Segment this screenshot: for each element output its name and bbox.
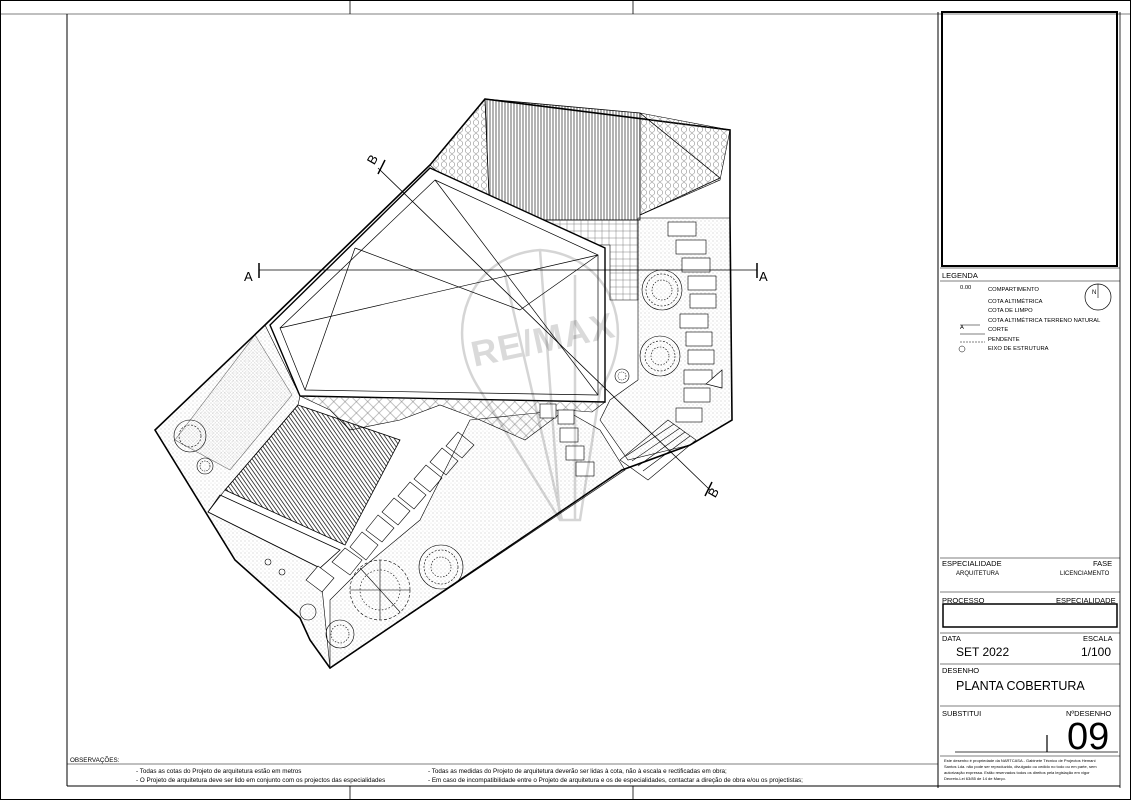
legend-item: COTA DE LIMPO bbox=[988, 308, 1033, 314]
observacao-note: - Todas as cotas do Projeto de arquitetu… bbox=[136, 768, 302, 775]
section-marker-a-right: A bbox=[759, 269, 768, 284]
legend-item: EIXO DE ESTRUTURA bbox=[988, 346, 1049, 352]
ndesenho-label: NºDESENHO bbox=[1066, 709, 1112, 718]
legend-item: COTA ALTIMÉTRICA bbox=[988, 299, 1043, 305]
data-label: DATA bbox=[942, 634, 961, 643]
legend-item: COMPARTIMENTO bbox=[988, 287, 1039, 293]
legend-item: CORTE bbox=[988, 327, 1009, 333]
fase-label: FASE bbox=[1093, 559, 1113, 568]
desenho-value: PLANTA COBERTURA bbox=[956, 679, 1085, 693]
escala-value: 1/100 bbox=[1081, 645, 1112, 659]
observacao-note: - O Projeto de arquitetura deve ser lido… bbox=[136, 777, 386, 784]
escala-label: ESCALA bbox=[1083, 634, 1113, 643]
legend-item: PENDENTE bbox=[988, 337, 1020, 343]
disclaimer-line: Decreto-Lei 63/85 de 14 de Março. bbox=[944, 776, 1006, 781]
observacao-note: - Em caso de incompatibilidade entre o P… bbox=[428, 777, 803, 784]
legend-title: LEGENDA bbox=[942, 271, 978, 280]
north-icon: N bbox=[1092, 290, 1097, 296]
section-marker-a-left: A bbox=[244, 269, 253, 284]
fase-value: LICENCIAMENTO bbox=[1060, 571, 1110, 577]
observacoes-title: OBSERVAÇÕES: bbox=[70, 757, 120, 764]
processo-label: PROCESSO bbox=[942, 596, 985, 605]
especialidade-value: ARQUITETURA bbox=[956, 571, 1000, 577]
observacao-note: - Todas as medidas do Projeto de arquite… bbox=[428, 768, 727, 775]
legend-cota-value: 0.00 bbox=[960, 285, 972, 291]
disclaimer-line: Este desenho é propriedade da NARTCASA -… bbox=[944, 758, 1096, 763]
especialidade-label: ESPECIALIDADE bbox=[942, 559, 1002, 568]
especialidade2-label: ESPECIALIDADE bbox=[1056, 596, 1116, 605]
data-value: SET 2022 bbox=[956, 645, 1010, 659]
legend-corte-symbol: A bbox=[960, 325, 964, 331]
disclaimer-line: autorização expressa. Estão reservados t… bbox=[944, 770, 1090, 775]
disclaimer-line: Santos Lda. não pode ser reproduzido, di… bbox=[944, 764, 1097, 769]
substitui-label: SUBSTITUI bbox=[942, 709, 982, 718]
desenho-label: DESENHO bbox=[942, 666, 980, 675]
legend-item: COTA ALTIMÉTRICA TERRENO NATURAL bbox=[988, 318, 1101, 324]
drawing-number: 09 bbox=[1067, 716, 1110, 758]
